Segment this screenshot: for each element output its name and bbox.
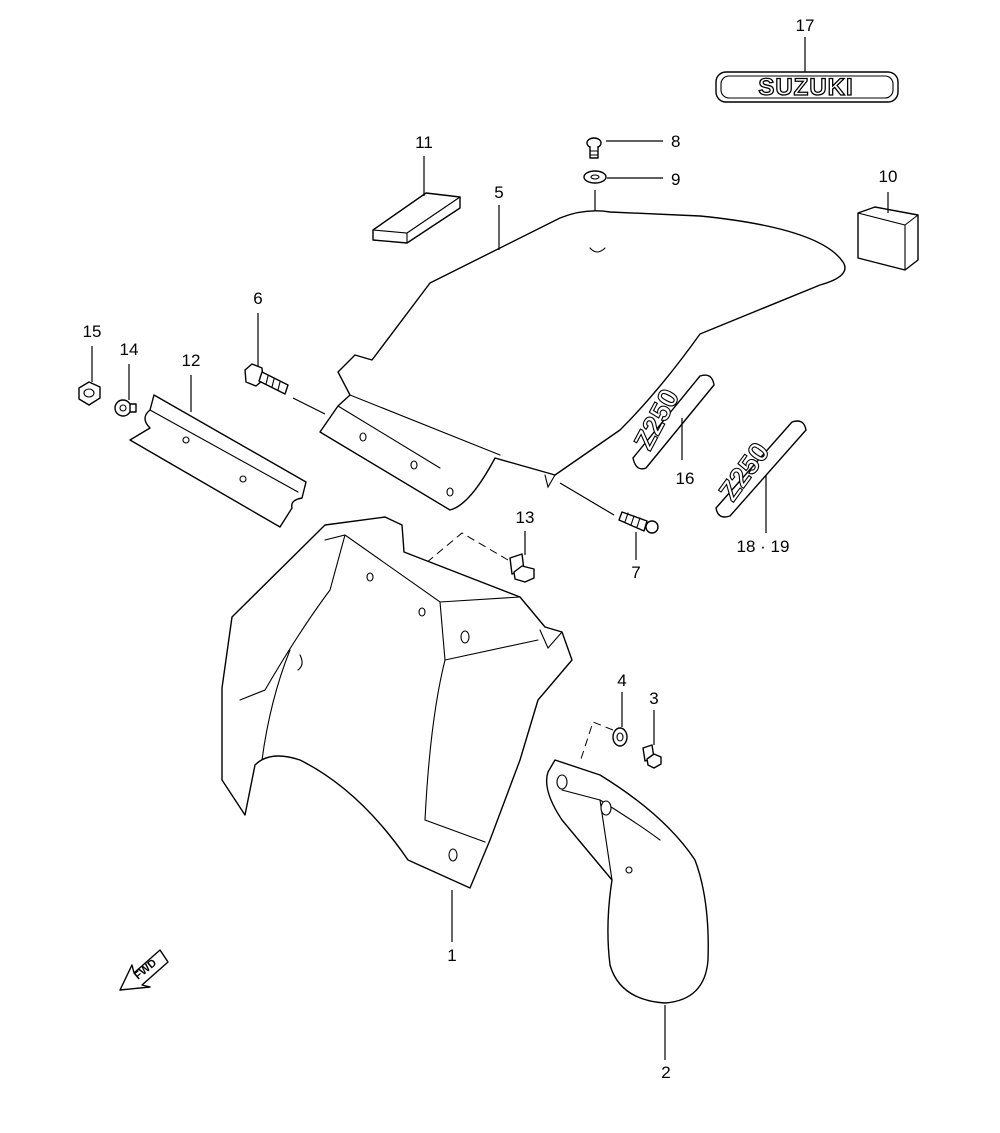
fwd-arrow-icon: FWD	[119, 949, 169, 991]
callout-11: 11	[415, 133, 433, 152]
part-2-mud-guard[interactable]	[545, 759, 709, 1004]
callout-labels: 17 8 9 10 11 5 6 12 14 15 16 18 · 19 7 1…	[83, 16, 898, 1082]
callout-1: 1	[447, 946, 456, 965]
part-13-bolt[interactable]	[509, 553, 535, 583]
part-6-bolt[interactable]	[244, 363, 289, 395]
part-9-washer[interactable]	[583, 170, 607, 184]
part-5-rear-fender[interactable]	[319, 210, 846, 511]
callout-18-19: 18 · 19	[737, 537, 790, 556]
part-11-pad[interactable]	[372, 192, 461, 244]
callout-15: 15	[83, 322, 102, 341]
callout-9: 9	[671, 170, 680, 189]
callout-12: 12	[182, 351, 201, 370]
part-4-washer[interactable]	[612, 727, 628, 747]
callout-16: 16	[676, 469, 695, 488]
callout-10: 10	[879, 167, 898, 186]
suzuki-emblem-text: SUZUKI	[758, 74, 853, 101]
callout-14: 14	[120, 340, 139, 359]
callout-6: 6	[253, 289, 262, 308]
callout-7: 7	[631, 563, 640, 582]
callout-13: 13	[516, 508, 535, 527]
part-1-inner-fender[interactable]	[221, 516, 573, 889]
part-7-screw[interactable]	[618, 511, 659, 534]
leader-lines	[91, 37, 889, 1060]
callout-5: 5	[494, 183, 503, 202]
part-14-grommet[interactable]	[114, 399, 137, 417]
part-3-bolt[interactable]	[642, 744, 662, 769]
callout-8: 8	[671, 132, 680, 151]
callout-17: 17	[796, 16, 815, 35]
callout-3: 3	[649, 689, 658, 708]
part-18-19-model-emblem[interactable]: Z250	[712, 420, 807, 518]
part-8-screw[interactable]	[586, 137, 602, 159]
part-17-suzuki-emblem[interactable]: SUZUKI	[715, 71, 899, 103]
part-12-strip[interactable]	[129, 394, 307, 528]
part-15-nut[interactable]	[78, 381, 101, 406]
callout-4: 4	[617, 671, 626, 690]
callout-2: 2	[661, 1063, 670, 1082]
part-10-pad[interactable]	[857, 206, 919, 271]
